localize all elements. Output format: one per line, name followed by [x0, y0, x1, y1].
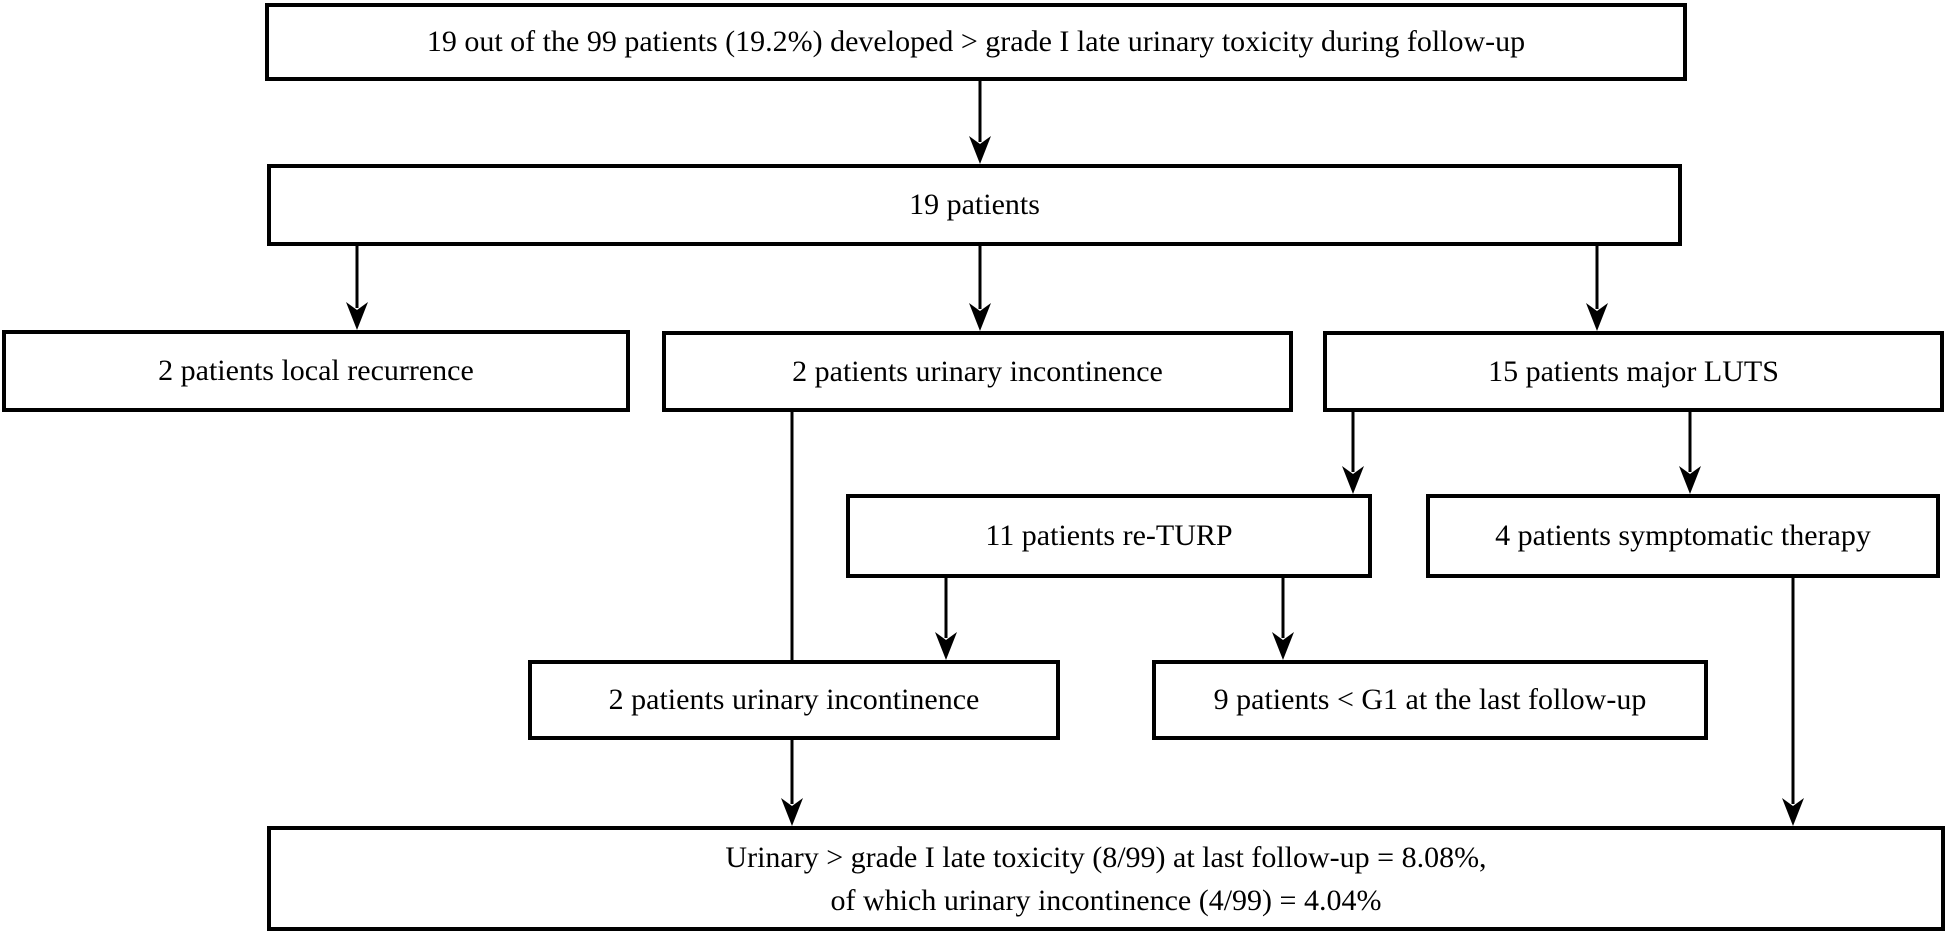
node-urinary-incontinence-last: 2 patients urinary incontinence [528, 660, 1060, 740]
node-root: 19 out of the 99 patients (19.2%) develo… [265, 3, 1687, 81]
node-root-label: 19 out of the 99 patients (19.2%) develo… [426, 25, 1526, 59]
node-urinary-incontinence-last-label: 2 patients urinary incontinence [608, 683, 980, 717]
node-cohort-label: 19 patients [909, 188, 1040, 222]
node-urinary-incontinence: 2 patients urinary incontinence [662, 331, 1293, 412]
edge-root-to-cohort [969, 81, 991, 164]
node-major-luts-label: 15 patients major LUTS [1488, 354, 1779, 388]
edge-symptomatic-therapy-to-outcome [1782, 578, 1804, 826]
node-local-recurrence: 2 patients local recurrence [2, 330, 630, 412]
node-major-luts: 15 patients major LUTS [1323, 331, 1944, 412]
edge-cohort-to-local-recurrence [346, 246, 368, 330]
node-outcome: Urinary > grade I late toxicity (8/99) a… [267, 826, 1945, 931]
node-g1-last-followup-label: 9 patients < G1 at the last follow-up [1213, 683, 1647, 717]
edge-re-turp-to-g1 [1272, 578, 1294, 660]
node-cohort: 19 patients [267, 164, 1682, 246]
node-re-turp: 11 patients re-TURP [846, 494, 1372, 578]
edge-re-turp-to-incontinence-last [935, 578, 957, 660]
edge-cohort-to-urinary-incontinence [969, 246, 991, 331]
node-symptomatic-therapy-label: 4 patients symptomatic therapy [1495, 519, 1871, 553]
node-outcome-line1: Urinary > grade I late toxicity (8/99) a… [725, 840, 1487, 874]
edge-major-luts-to-re-turp [1342, 412, 1364, 494]
node-symptomatic-therapy: 4 patients symptomatic therapy [1426, 494, 1940, 578]
node-urinary-incontinence-label: 2 patients urinary incontinence [792, 354, 1163, 388]
node-re-turp-label: 11 patients re-TURP [985, 519, 1233, 553]
node-local-recurrence-label: 2 patients local recurrence [158, 354, 474, 388]
edge-major-luts-to-symptomatic-therapy [1679, 412, 1701, 494]
edge-cohort-to-major-luts [1586, 246, 1608, 331]
node-outcome-line2: of which urinary incontinence (4/99) = 4… [830, 883, 1382, 917]
node-g1-last-followup: 9 patients < G1 at the last follow-up [1152, 660, 1708, 740]
edge-incontinence-last-to-outcome [781, 740, 803, 826]
